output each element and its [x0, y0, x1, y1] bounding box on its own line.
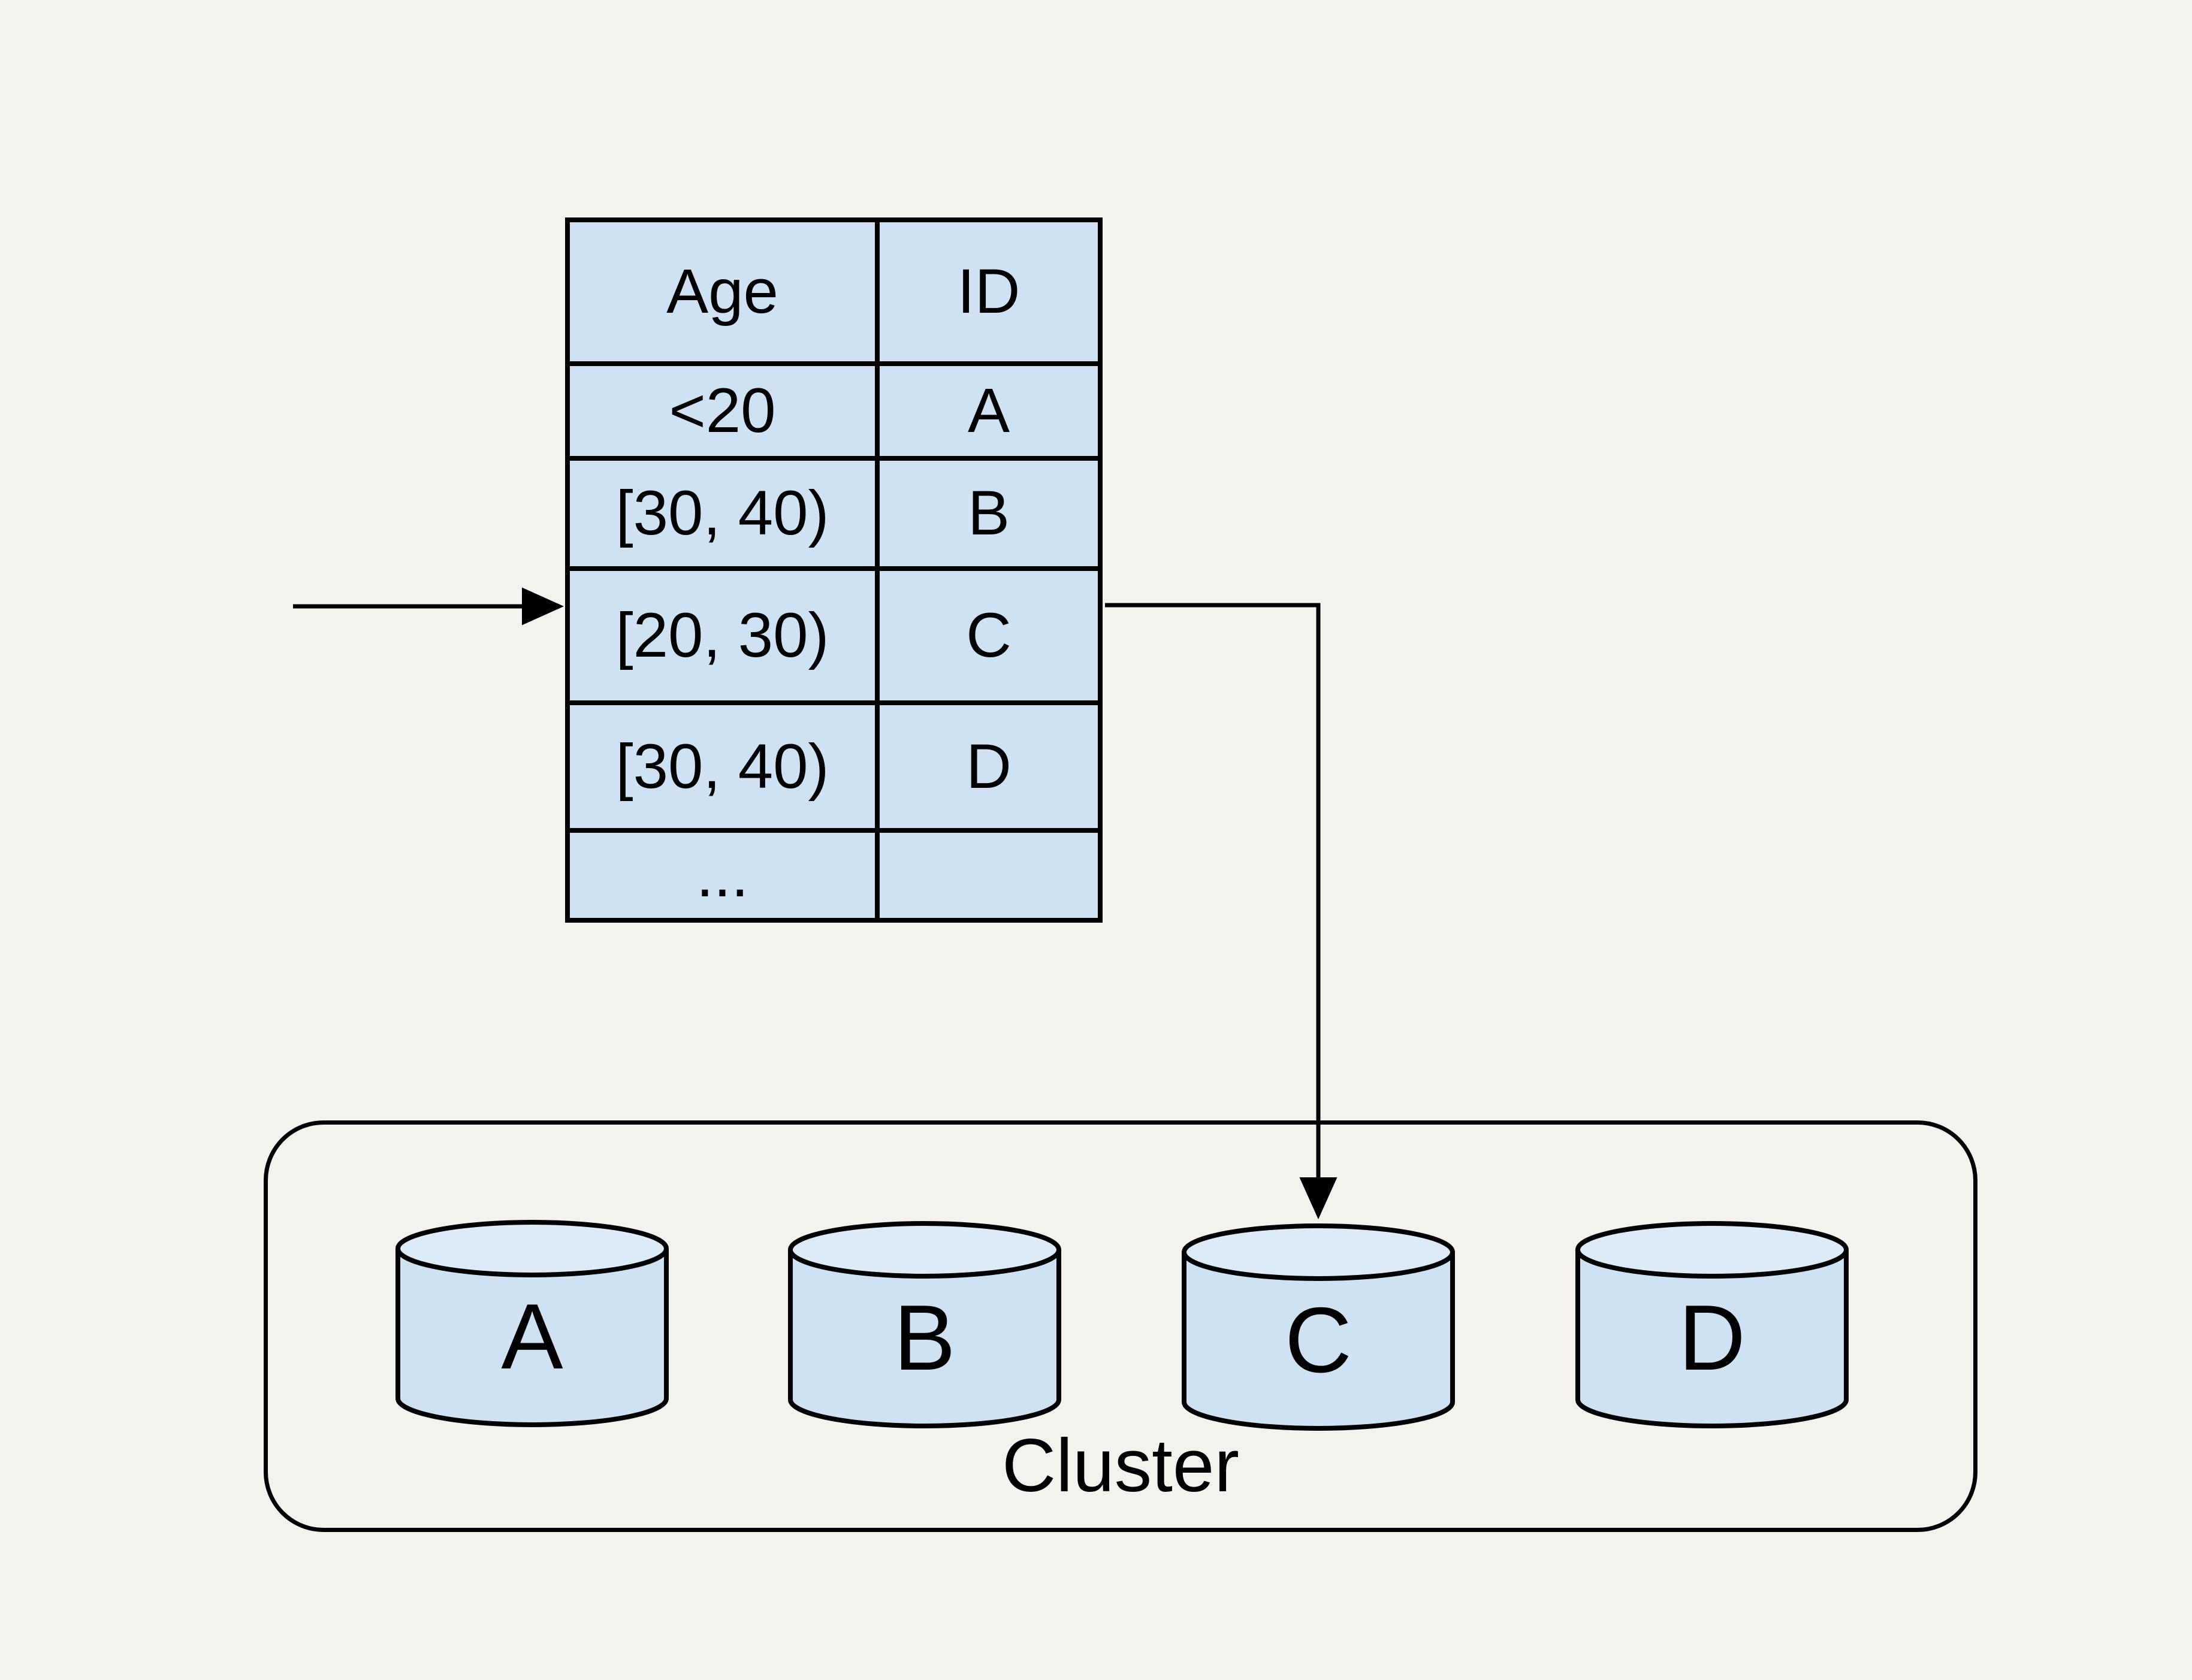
- table-cell-id-4: [877, 830, 1100, 920]
- table-cell-id-0: A: [877, 364, 1100, 458]
- cylinder-label: C: [1285, 1288, 1352, 1392]
- table-cell-id-2: C: [877, 569, 1100, 703]
- table-header-id: ID: [877, 220, 1100, 364]
- cluster-label: Cluster: [1002, 1424, 1239, 1507]
- database-cylinder-d: D: [1573, 1219, 1851, 1432]
- routing-table: Age ID <20 A [30, 40) B [20, 30) C [30, …: [565, 217, 1103, 923]
- table-cell-age-1: [30, 40): [567, 458, 877, 569]
- table-cell-id-1: B: [877, 458, 1100, 569]
- table-cell-age-4: ...: [567, 830, 877, 920]
- cylinder-body: [1182, 1252, 1455, 1431]
- database-cylinder-a: A: [393, 1217, 671, 1431]
- table-cell-age-3: [30, 40): [567, 703, 877, 830]
- cylinder-label: A: [501, 1285, 563, 1388]
- database-cylinder-b: B: [786, 1219, 1064, 1432]
- cylinder-label: B: [893, 1286, 955, 1389]
- cylinder-top: [1182, 1223, 1455, 1281]
- cylinder-body: [395, 1249, 669, 1427]
- cylinder-top: [788, 1221, 1061, 1279]
- database-cylinder-c: C: [1179, 1221, 1457, 1434]
- table-cell-id-3: D: [877, 703, 1100, 830]
- table-cell-age-0: <20: [567, 364, 877, 458]
- cylinder-top: [1575, 1221, 1849, 1279]
- table-header-age: Age: [567, 220, 877, 364]
- cylinder-body: [788, 1250, 1061, 1428]
- table-cell-age-2: [20, 30): [567, 569, 877, 703]
- cylinder-top: [395, 1220, 669, 1277]
- cluster-container: Cluster: [264, 1120, 1977, 1532]
- cylinder-label: D: [1678, 1286, 1746, 1389]
- cylinder-body: [1575, 1250, 1849, 1428]
